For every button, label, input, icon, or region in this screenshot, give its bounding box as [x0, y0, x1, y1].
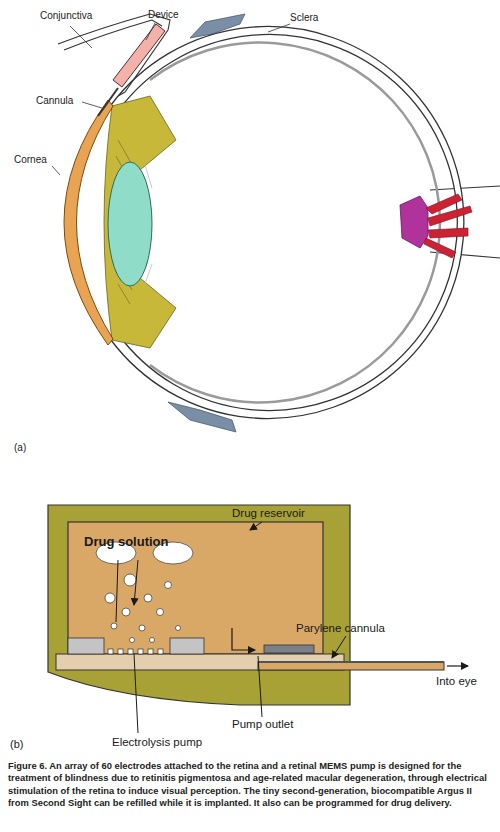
eye-drawing — [52, 14, 500, 432]
part-label: Sclera — [290, 12, 318, 23]
pump-drawing — [48, 505, 468, 733]
flow-label: Into eye — [436, 675, 477, 688]
part-label: Parylene cannula — [296, 622, 385, 635]
figure-caption: Figure 6. An array of 60 electrodes atta… — [8, 760, 494, 810]
panel-label: (a) — [14, 442, 26, 453]
part-label: Cannula — [36, 95, 73, 106]
part-label: Electrolysis pump — [112, 736, 202, 749]
part-label: Pump outlet — [232, 718, 293, 731]
panel-label: (b) — [10, 738, 23, 750]
part-label: Drug solution — [84, 535, 169, 549]
part-label: Cornea — [14, 154, 47, 165]
part-label: Device — [148, 9, 179, 20]
part-label: Conjunctiva — [40, 10, 92, 21]
part-label: Drug reservoir — [232, 507, 305, 520]
